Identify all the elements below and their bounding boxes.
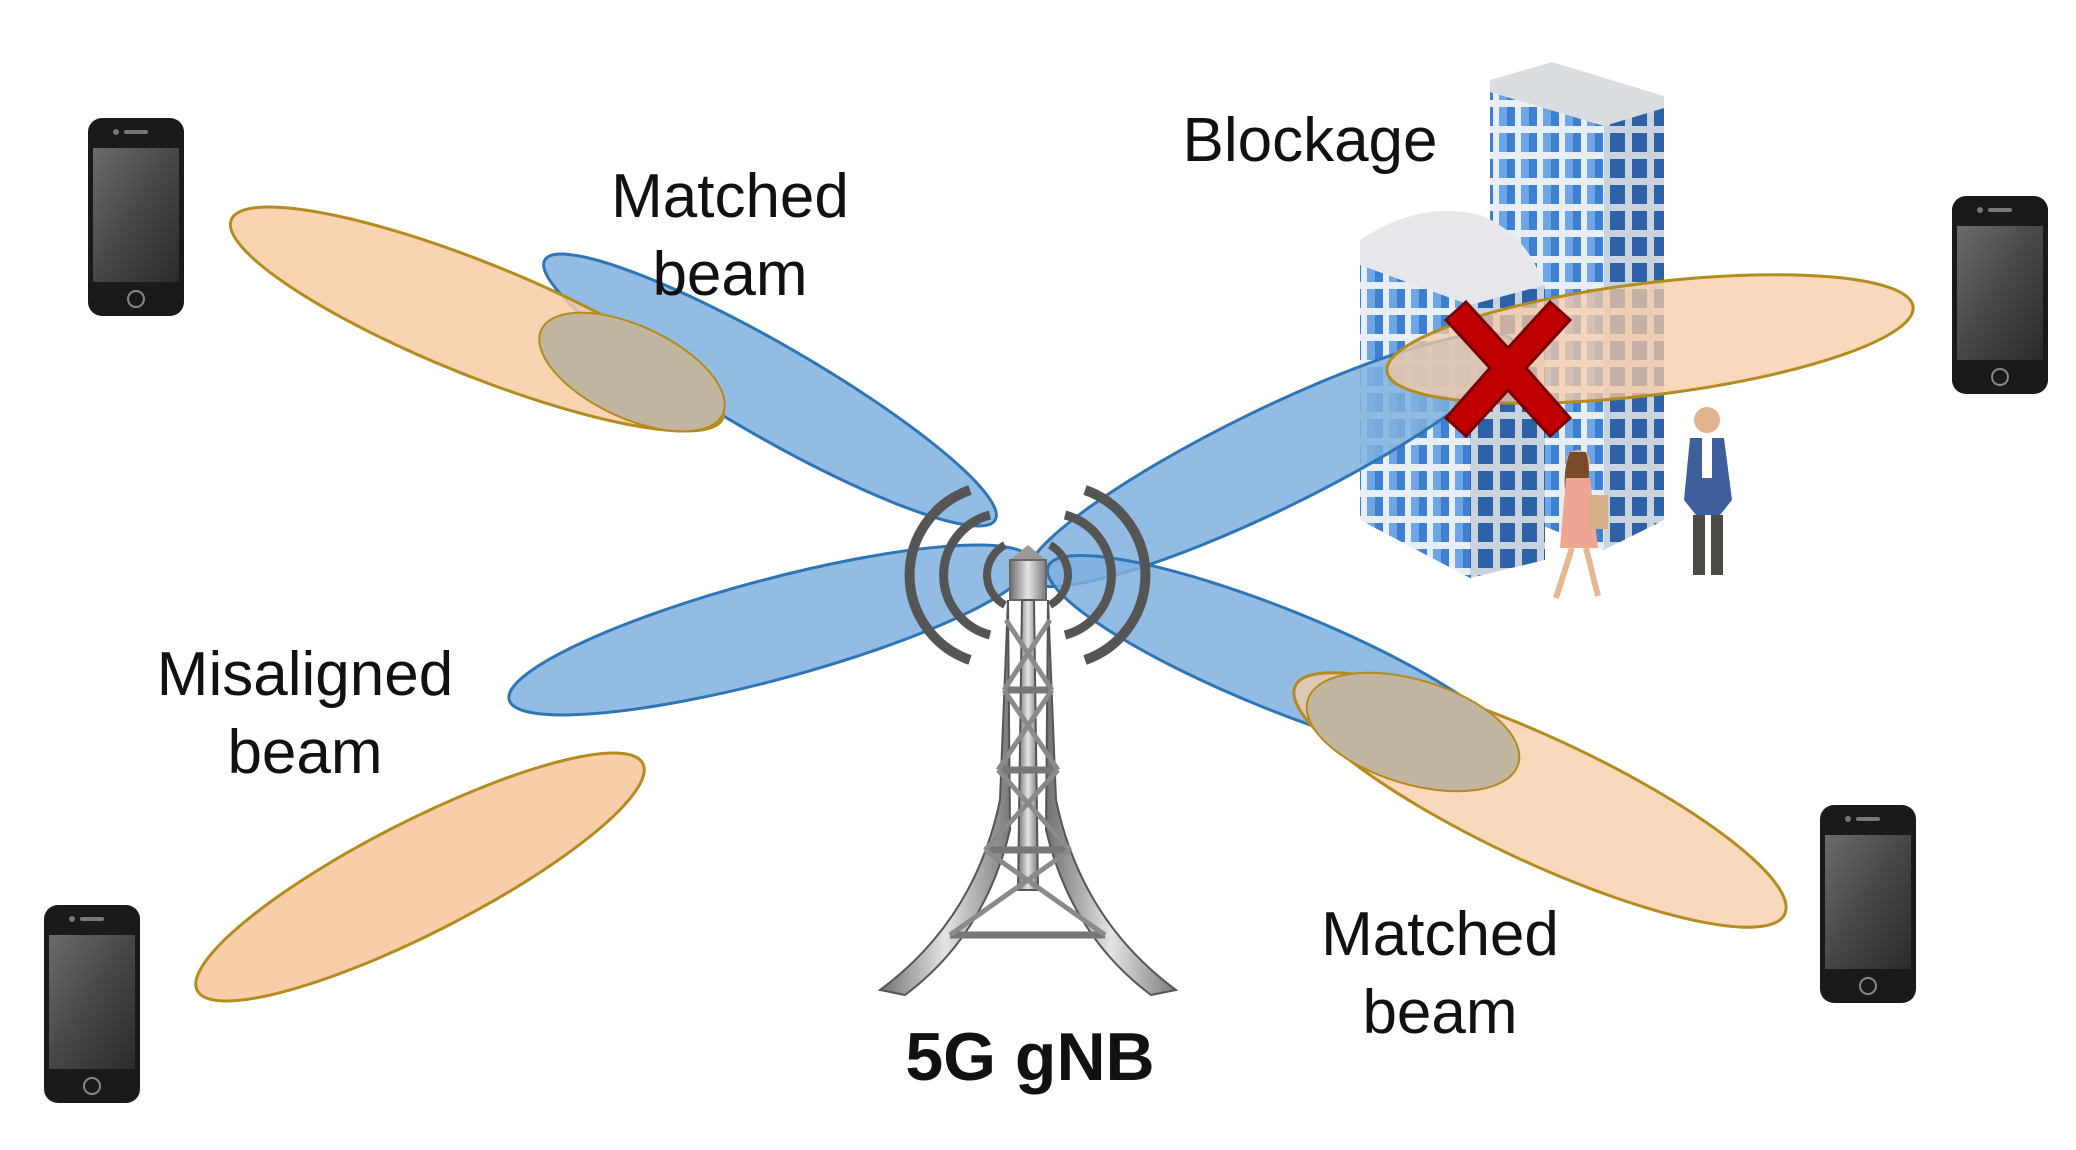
tx-beam-top-left <box>542 252 998 528</box>
matched-beam-label-bottom: Matched beam <box>1305 896 1575 1052</box>
beam-overlap-bottom-right <box>1305 671 1521 793</box>
blocked-x-icon <box>1443 299 1573 439</box>
label-line-1: Matched <box>1321 900 1559 969</box>
blockage-label: Blockage <box>1182 106 1438 175</box>
label-line-2: beam <box>652 240 808 309</box>
gnb-label: 5G gNB <box>905 1019 1155 1095</box>
cell-tower-icon <box>877 485 1179 997</box>
smartphone-icon <box>1952 196 2048 394</box>
smartphone-icon <box>44 905 140 1103</box>
label-line-1: Misaligned <box>156 640 454 709</box>
label-line-2: beam <box>227 718 383 787</box>
tx-beam-misaligned <box>507 543 1033 717</box>
misaligned-beam-label: Misaligned beam <box>140 636 470 792</box>
pedestrian-icon <box>1553 407 1732 599</box>
matched-beam-label-top: Matched beam <box>595 158 865 314</box>
smartphone-icon <box>1820 805 1916 1003</box>
beam-overlap-top-left <box>538 311 726 433</box>
smartphone-icon <box>88 118 184 316</box>
rx-beam-misaligned <box>194 751 646 1003</box>
label-line-2: beam <box>1362 978 1518 1047</box>
beams <box>194 205 1915 1003</box>
label-line-1: Matched <box>611 162 849 231</box>
